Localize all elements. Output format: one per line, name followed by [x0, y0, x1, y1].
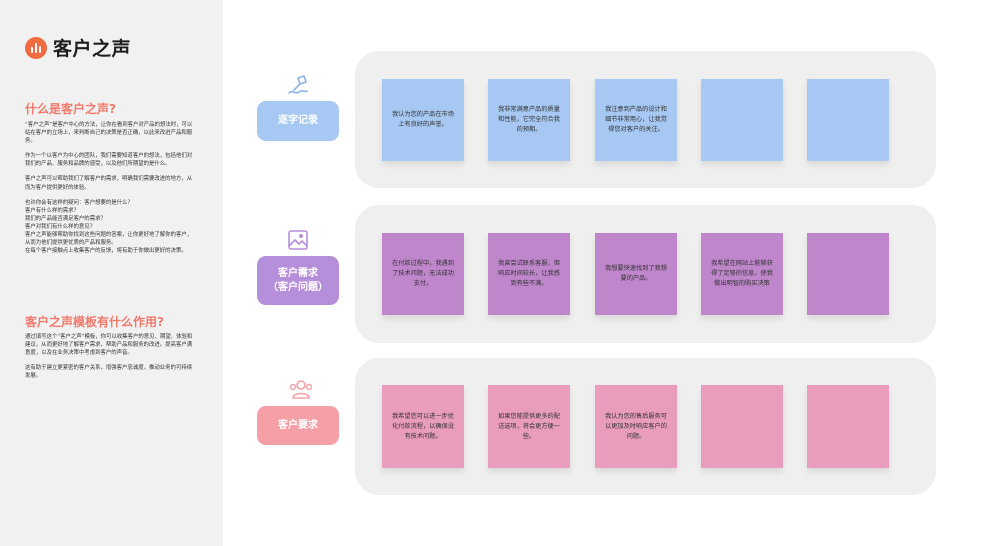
row-label-verbatim: 逐字记录 [257, 101, 339, 141]
page-title: 客户之声 [53, 38, 132, 60]
row-label-needs: 客户需求 （客户问题） [257, 256, 339, 305]
sticky-note[interactable]: 我希望在网站上能够获得了足够的信息，使我做出明智的购买决策 [701, 233, 783, 315]
sticky-note[interactable] [807, 79, 889, 161]
sticky-note[interactable]: 我希望您可以进一步优化付款流程，以确保没有技术问题。 [382, 385, 464, 468]
sticky-note[interactable]: 在付款过程中，我遇到了技术问题，无法成功支付。 [382, 233, 464, 315]
people-icon [289, 380, 313, 399]
section-body-purpose: 通过填写这个“客户之声”模板，你可以收集客户的意见、期望、体验和建议，从而更好地… [25, 333, 193, 387]
picture-icon [288, 230, 308, 250]
sound-wave-icon [25, 36, 47, 59]
section-heading-what: 什么是客户之声? [25, 102, 116, 116]
sticky-note[interactable]: 我注意到产品的设计和细节非常用心，让我觉得您对客户的关注。 [595, 79, 677, 161]
brand: 客户之声 [25, 34, 131, 61]
sticky-note[interactable]: 如果您能提供更多的配送选项，将会更方便一些。 [488, 385, 570, 468]
paragraph: 也许你会有这样的疑问：客户想要的是什么？ 客户有什么样的需求？ 我们的产品能否满… [25, 199, 193, 255]
sticky-note[interactable]: 我认为您的售后服务可以更加及时响应客户的问题。 [595, 385, 677, 468]
sticky-note[interactable]: 我认为您的产品在市场上有良好的声誉。 [382, 79, 464, 161]
paragraph: 客户之声可以帮助我们了解客户的需求，明确我们需要改进的地方，从而为客户提供更好的… [25, 176, 193, 191]
sticky-note[interactable]: 我曾尝试联系客服，但响应时间较长，让我感到有些不满。 [488, 233, 570, 315]
section-body-what: “客户之声”是客户中心的方法，让你在看到客户对产品的想法时，可以站在客户的立场上… [25, 121, 193, 255]
sticky-note[interactable]: 我想要快速找到了我想要的产品。 [595, 233, 677, 315]
sidebar: 客户之声 什么是客户之声? “客户之声”是客户中心的方法，让你在看到客户对产品的… [0, 0, 223, 546]
sticky-note[interactable]: 我非常满意产品的质量和性能，它完全符合我的预期。 [488, 79, 570, 161]
paragraph: 作为一个以客户为中心的团队，我们需要知道客户的想法，包括他们对我们的产品、服务和… [25, 153, 193, 168]
sticky-note[interactable] [807, 233, 889, 315]
pen-icon [288, 75, 308, 94]
sticky-note[interactable] [807, 385, 889, 468]
paragraph: “客户之声”是客户中心的方法，让你在看到客户对产品的想法时，可以站在客户的立场上… [25, 122, 193, 145]
sticky-note[interactable] [701, 385, 783, 468]
paragraph: 这有助于建立更紧密的客户关系，增强客户忠诚度，推动业务的可持续发展。 [25, 365, 193, 380]
section-heading-purpose: 客户之声模板有什么作用? [25, 315, 164, 329]
paragraph: 通过填写这个“客户之声”模板，你可以收集客户的意见、期望、体验和建议，从而更好地… [25, 334, 193, 357]
row-label-requests: 客户要求 [257, 406, 339, 445]
sticky-note[interactable] [701, 79, 783, 161]
